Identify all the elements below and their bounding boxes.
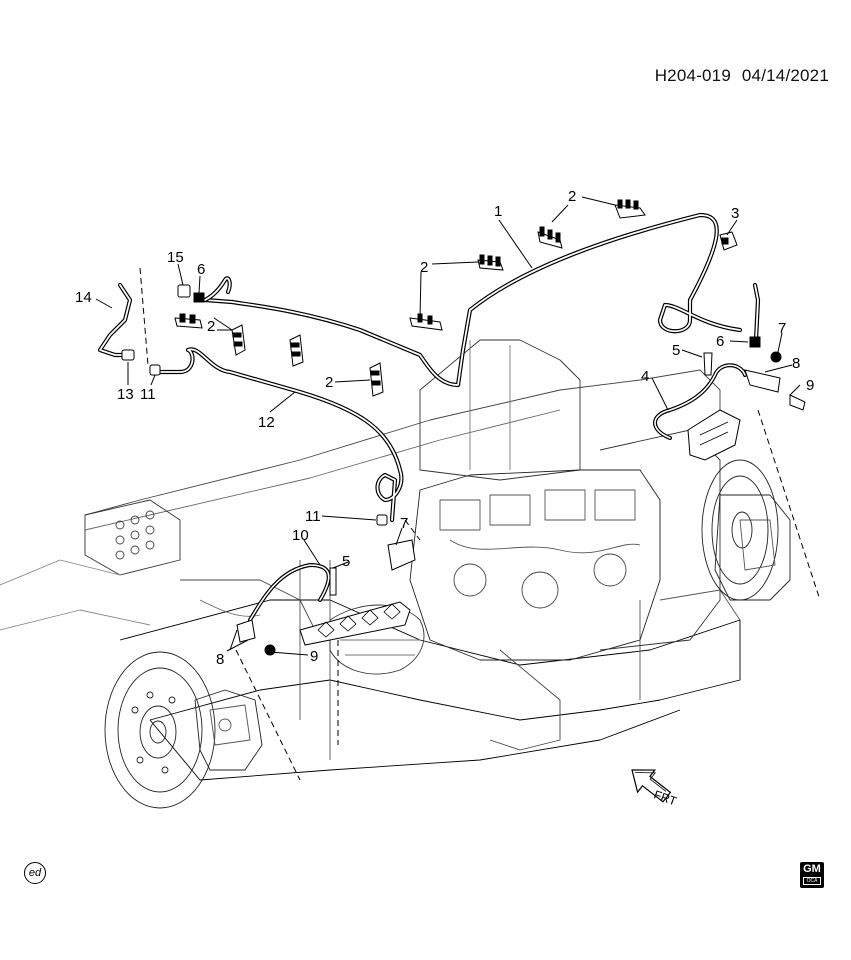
clip-2-upper bbox=[537, 226, 563, 249]
clip-2-center-right bbox=[369, 362, 384, 397]
callout-6-right: 6 bbox=[716, 333, 724, 350]
callout-10: 10 bbox=[292, 527, 309, 544]
clip-2-center-vert bbox=[289, 334, 304, 367]
callout-12: 12 bbox=[258, 414, 275, 431]
callout-14: 14 bbox=[75, 289, 92, 306]
direction-label: FRT bbox=[652, 787, 679, 808]
clip-2-left-vert bbox=[231, 324, 246, 356]
sensor-brackets bbox=[299, 409, 741, 646]
gm-logo-mark: GM bbox=[803, 863, 821, 875]
callout-8-left: 8 bbox=[216, 651, 224, 668]
leader-lines bbox=[95, 196, 821, 781]
right-rotor bbox=[701, 459, 779, 601]
callout-2-top: 2 bbox=[568, 188, 576, 205]
callout-2-mid: 2 bbox=[207, 318, 215, 335]
ed-badge: ed bbox=[24, 862, 46, 884]
clip-2-top bbox=[614, 199, 646, 219]
brake-pipe-1 bbox=[202, 212, 743, 388]
callout-1: 1 bbox=[494, 203, 502, 220]
diagram-date: 04/14/2021 bbox=[741, 66, 829, 85]
clip-3 bbox=[719, 231, 738, 251]
callout-13: 13 bbox=[117, 386, 134, 403]
gm-logo-sub: OCA bbox=[803, 877, 821, 885]
right-caliper bbox=[714, 494, 791, 601]
forward-arrow-icon bbox=[631, 769, 672, 803]
callout-11-left: 11 bbox=[140, 386, 156, 403]
diagram-header: H204-019 04/14/2021 bbox=[649, 66, 829, 86]
diagram-code: H204-019 bbox=[654, 66, 731, 85]
pipe-clips bbox=[174, 199, 738, 397]
callout-4: 4 bbox=[641, 368, 649, 385]
gm-logo: GM OCA bbox=[800, 862, 824, 888]
brake-pipes bbox=[97, 212, 761, 523]
brake-pipe-12 bbox=[157, 347, 404, 523]
callout-11-lower: 11 bbox=[305, 508, 321, 525]
callout-5-right: 5 bbox=[672, 342, 680, 359]
clip-2-left-small bbox=[174, 313, 203, 329]
callout-8-right: 8 bbox=[792, 355, 800, 372]
clip-2-lower bbox=[409, 313, 443, 331]
callout-6-left: 6 bbox=[197, 261, 205, 278]
left-caliper bbox=[194, 689, 263, 771]
fittings bbox=[121, 284, 806, 656]
callout-7-left: 7 bbox=[400, 515, 408, 532]
callout-15: 15 bbox=[167, 249, 184, 266]
brake-hoses bbox=[248, 363, 747, 622]
callout-2-center: 2 bbox=[325, 374, 333, 391]
callout-2-left: 2 bbox=[420, 259, 428, 276]
callout-5-left: 5 bbox=[342, 553, 350, 570]
callout-7-right: 7 bbox=[778, 320, 786, 337]
clip-2-mid bbox=[477, 254, 504, 271]
callout-9-left: 9 bbox=[310, 648, 318, 665]
callout-3: 3 bbox=[731, 205, 739, 222]
callout-9-right: 9 bbox=[806, 377, 814, 394]
left-rotor bbox=[104, 651, 216, 809]
callout-labels: 1 2 2 2 2 3 4 5 5 6 6 7 7 8 8 9 9 10 11 … bbox=[75, 188, 814, 668]
